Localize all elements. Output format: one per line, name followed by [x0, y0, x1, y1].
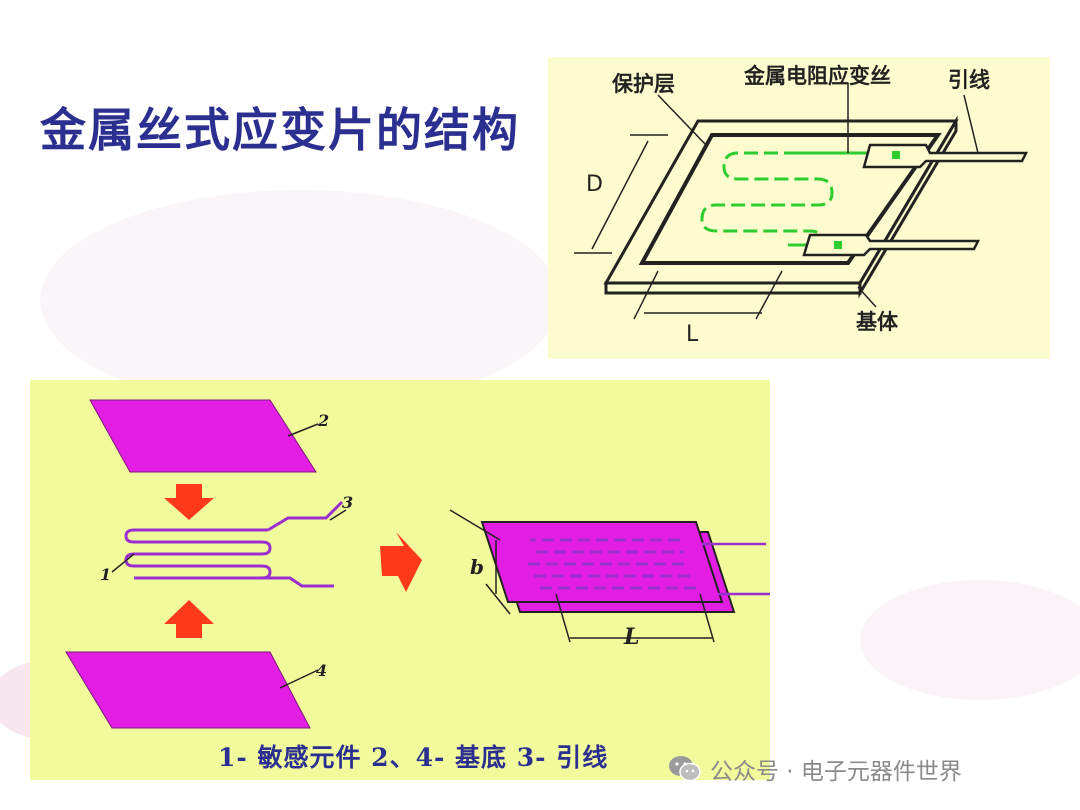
sensing-element	[124, 528, 272, 580]
substrate-2	[89, 399, 317, 473]
lead-3-top	[267, 500, 344, 532]
dimension-b-tick-bottom	[485, 583, 511, 615]
assembly-svg: 2 1 3 4 b L	[65, 399, 770, 729]
dimension-l2-tick-right	[699, 593, 715, 643]
part-number-1: 1	[100, 565, 111, 584]
assembled-wire	[528, 538, 698, 590]
label-wire: 金属电阻应变丝	[743, 64, 891, 88]
dimension-l2-tick-left	[555, 593, 571, 643]
lead-wire-top	[862, 143, 1029, 169]
lead-pad-top	[892, 151, 900, 159]
assembly-caption: 1- 敏感元件 2、4- 基底 3- 引线	[218, 743, 609, 772]
dimension-l-tick-right	[755, 270, 783, 320]
dimension-l-label: L	[686, 322, 699, 347]
label-protective-layer: 保护层	[611, 72, 675, 96]
wechat-icon	[669, 756, 701, 782]
lead-3-bottom	[262, 576, 334, 588]
watermark: 公众号 · 电子元器件世界	[668, 752, 962, 786]
leader-protective	[657, 94, 707, 146]
arrow-up	[164, 600, 214, 638]
slide-title: 金属丝式应变片的结构	[40, 103, 520, 157]
assembly-diagram: 2 1 3 4 b L	[30, 380, 770, 780]
leader-2	[287, 423, 319, 437]
dimension-d-label: D	[586, 172, 603, 197]
dimension-b-tick-top	[449, 509, 501, 541]
wire-strain-gauge-diagram: D L 保护层 金属电阻应变丝 引线 基体	[548, 57, 1050, 359]
watermark-text: 公众号 · 电子元器件世界	[710, 759, 962, 785]
part-number-3: 3	[342, 493, 353, 512]
lead-pad-bottom	[834, 241, 842, 249]
leader-4	[279, 669, 319, 689]
lead-wire-bottom	[802, 233, 981, 257]
label-lead: 引线	[948, 68, 990, 92]
substrate-side	[604, 281, 862, 295]
dimension-l-tick-left	[633, 270, 659, 320]
leader-substrate	[857, 286, 877, 308]
arrow-right	[380, 532, 422, 592]
arrow-down	[164, 484, 214, 520]
dimension-d-line	[591, 140, 649, 250]
leader-3	[329, 509, 347, 521]
wire-strain-gauge-svg: D L 保护层 金属电阻应变丝 引线 基体	[574, 64, 1029, 347]
leader-1	[111, 553, 135, 573]
dimension-l2-label: L	[623, 624, 639, 650]
dimension-b-label: b	[470, 555, 484, 579]
label-substrate: 基体	[856, 310, 899, 334]
part-number-4: 4	[316, 661, 327, 680]
strain-wire	[700, 151, 834, 246]
assembled-substrate-top	[480, 521, 724, 603]
protective-layer	[638, 133, 942, 265]
part-number-2: 2	[317, 411, 329, 430]
substrate-4	[65, 651, 311, 729]
leader-lead	[963, 94, 979, 154]
